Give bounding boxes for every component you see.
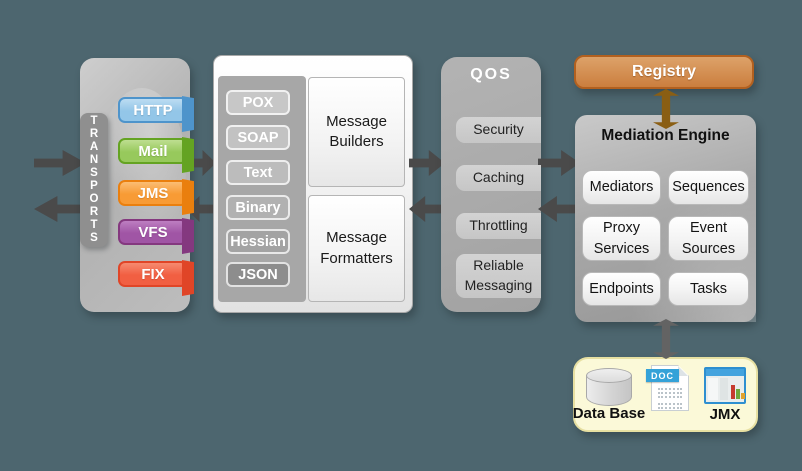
- transport-tab-jms: JMS: [118, 180, 188, 206]
- mediation-cell-endpoints: Endpoints: [582, 272, 661, 306]
- format-chip-text: Text: [226, 160, 290, 185]
- jmx-bar-red: [731, 385, 735, 399]
- registry-box: Registry: [574, 55, 754, 89]
- jmx-bar-yellow: [741, 393, 745, 399]
- jmx-window-column: [720, 378, 728, 400]
- qos-item-throttling: Throttling: [456, 213, 541, 239]
- mediation-to-qos-arrow: [538, 196, 580, 222]
- builders-to-qos-arrow: [409, 150, 445, 176]
- database-label: Data Base: [572, 405, 646, 422]
- doc-text-line: [658, 396, 682, 398]
- mediation-cell-sequences: Sequences: [668, 170, 749, 205]
- mediation-cell-mediators: Mediators: [582, 170, 661, 205]
- registry-mediation-arrow: [653, 89, 679, 129]
- qos-item-security: Security: [456, 117, 541, 143]
- mediation-cell-event-sources: Event Sources: [668, 216, 749, 261]
- format-chip-pox: POX: [226, 90, 290, 115]
- doc-ribbon-label: DOC: [646, 369, 679, 382]
- message-builders-box: Message Builders: [308, 77, 405, 187]
- jmx-window-column: [708, 378, 718, 400]
- transport-tab-mail: Mail: [118, 138, 188, 164]
- qos-item-caching: Caching: [456, 165, 541, 191]
- transports-label: TRANSPORTS: [80, 113, 108, 247]
- format-chip-json: JSON: [226, 262, 290, 287]
- mediation-cell-proxy-services: Proxy Services: [582, 216, 661, 261]
- doc-fold-icon: [678, 366, 688, 376]
- outbound-arrow: [34, 196, 86, 222]
- mediation-resources-arrow: [653, 319, 679, 359]
- format-chip-soap: SOAP: [226, 125, 290, 150]
- database-cylinder-top: [586, 368, 632, 383]
- jmx-window-titlebar: [706, 369, 744, 376]
- mediation-engine-title: Mediation Engine: [601, 127, 730, 144]
- doc-text-line: [658, 403, 682, 405]
- doc-text-line: [658, 407, 682, 409]
- doc-text-line: [658, 392, 682, 394]
- qos-to-mediation-arrow: [538, 150, 580, 176]
- transport-tab-http: HTTP: [118, 97, 188, 123]
- qos-title: QOS: [470, 66, 512, 83]
- database-icon: [586, 368, 632, 406]
- format-chip-binary: Binary: [226, 195, 290, 220]
- message-formatters-box: Message Formatters: [308, 195, 405, 302]
- qos-to-formatters-arrow: [409, 196, 445, 222]
- jmx-chart-icon: [704, 367, 746, 404]
- format-chip-hessian: Hessian: [226, 229, 290, 254]
- transport-tab-fix: FIX: [118, 261, 188, 287]
- mediation-cell-tasks: Tasks: [668, 272, 749, 306]
- transport-tab-vfs: VFS: [118, 219, 188, 245]
- inbound-arrow: [34, 150, 86, 176]
- jmx-label: JMX: [709, 406, 741, 423]
- jmx-bar-green: [736, 389, 740, 399]
- qos-item-reliable-messaging: Reliable Messaging: [456, 254, 541, 298]
- doc-text-line: [658, 388, 682, 390]
